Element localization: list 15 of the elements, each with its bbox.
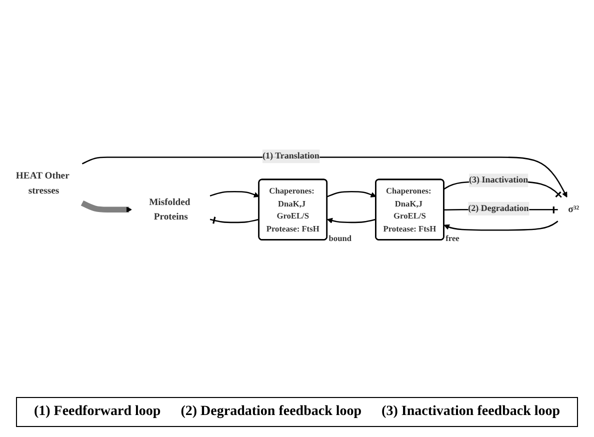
node-text: σ³² — [568, 204, 580, 215]
node-text: Misfolded Proteins — [149, 197, 190, 222]
arrow — [444, 220, 558, 231]
loop-key-text: (3) Inactivation feedback loop — [382, 404, 560, 420]
edge-label: (1) Translation — [262, 152, 320, 162]
arrow — [326, 218, 376, 224]
node-text: HEAT Other stresses — [16, 171, 70, 196]
edge-label: (2) Degradation — [468, 204, 529, 214]
arrow — [326, 191, 376, 198]
connector — [210, 216, 260, 225]
loop-key-text: (2) Degradation feedback loop — [180, 404, 362, 420]
arrow — [210, 191, 260, 198]
loop-key-text: (1) Feedforward loop — [34, 404, 161, 420]
edge-label: (3) Inactivation — [468, 176, 528, 186]
arrow — [80, 200, 132, 213]
